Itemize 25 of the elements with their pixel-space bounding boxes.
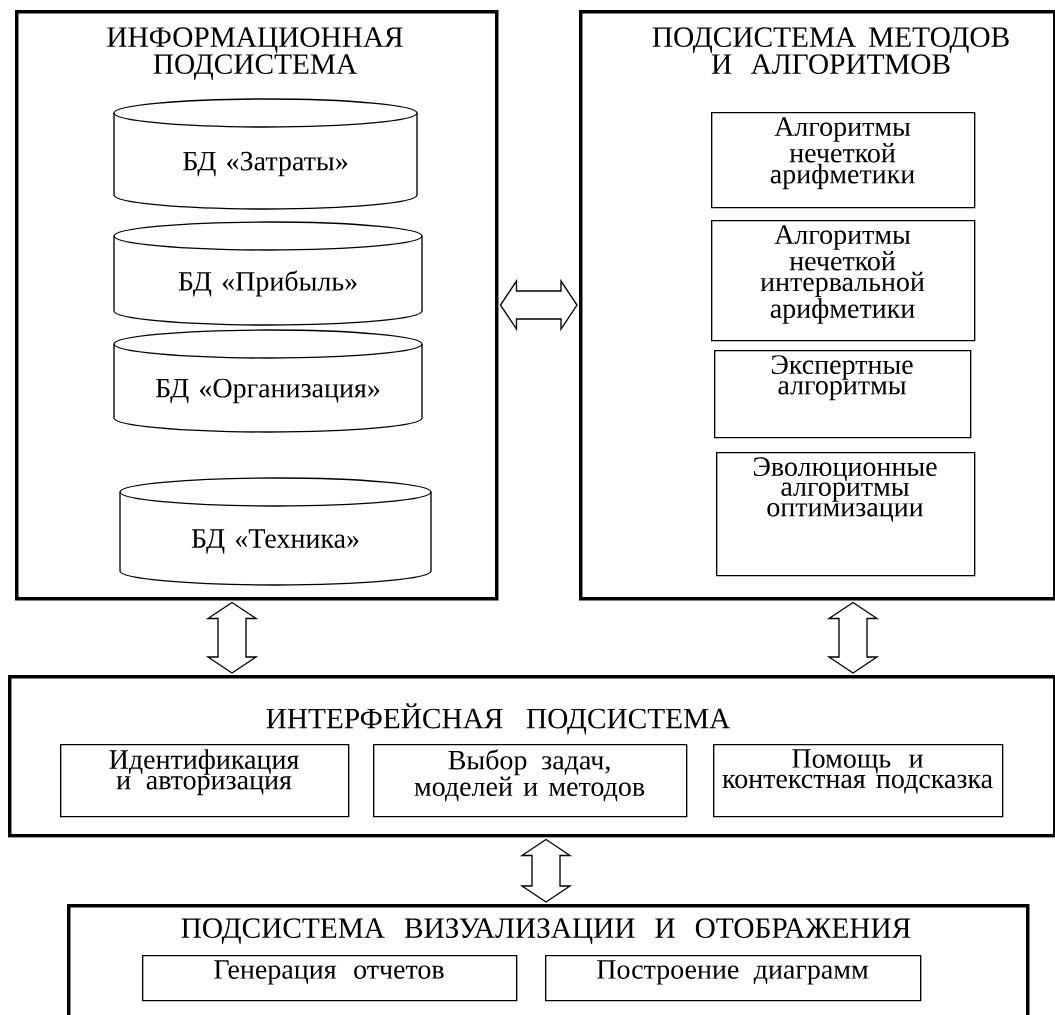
- panel-heading: ПОДСИСТЕМА ВИЗУАЛИЗАЦИИ И ОТОБРАЖЕНИЯ: [181, 918, 911, 944]
- double-arrow: [205, 601, 259, 674]
- database-cylinder: БД «Техника»: [119, 477, 432, 586]
- panel-heading: ПОДСИСТЕМА МЕТОДОВ И АЛГОРИТМОВ: [652, 27, 1009, 74]
- panel-heading: ИНТЕРФЕЙСНАЯ ПОДСИСТЕМА: [266, 703, 731, 735]
- node-label: БД «Прибыль»: [178, 270, 357, 297]
- node-label: БД «Затраты»: [183, 151, 348, 177]
- double-arrow: [826, 601, 880, 674]
- panel-heading: ИНФОРМАЦИОННАЯ ПОДСИСТЕМА: [107, 27, 403, 80]
- database-cylinder: БД «Затраты»: [113, 98, 418, 210]
- module-box: Экспертные алгоритмы: [714, 350, 972, 439]
- module-box: Алгоритмы нечеткой интервальной арифметики: [711, 220, 976, 342]
- module-box: Помощь и контекстная подсказка: [713, 744, 1004, 818]
- double-arrow: [499, 278, 578, 332]
- double-arrow: [519, 838, 573, 903]
- module-box: Построение диаграмм: [545, 955, 922, 1002]
- database-cylinder: БД «Организация»: [113, 329, 423, 433]
- module-box: Эволюционные алгоритмы оптимизации: [716, 452, 976, 577]
- node-label: БД «Организация»: [155, 378, 380, 404]
- module-box: Выбор задач, моделей и методов: [373, 744, 688, 818]
- module-box: Алгоритмы нечеткой арифметики: [711, 112, 976, 209]
- node-label: БД «Техника»: [191, 529, 359, 554]
- module-box: Генерация отчетов: [142, 955, 518, 1002]
- database-cylinder: БД «Прибыль»: [113, 221, 423, 326]
- module-box: Идентификация и авторизация: [60, 744, 350, 818]
